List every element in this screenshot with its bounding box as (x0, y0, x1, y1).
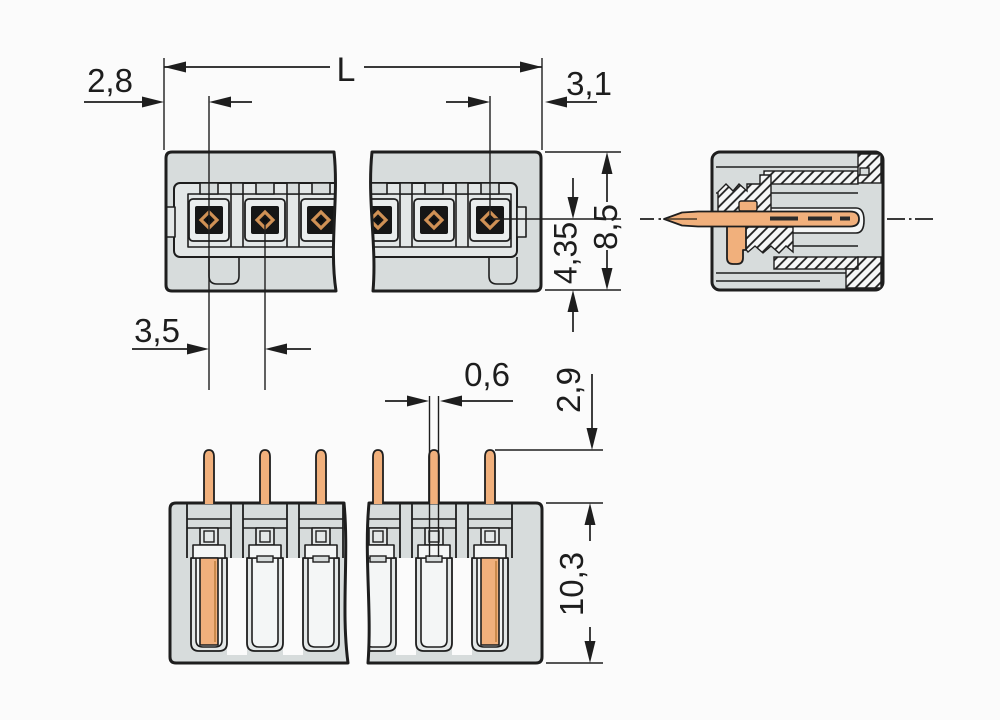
bottom-housing-left-detail (186, 503, 344, 655)
dimension-L: L (164, 51, 542, 89)
male-pin-side (663, 210, 860, 228)
dim-label-3-1: 3,1 (566, 65, 612, 102)
hatch-top-strip (763, 170, 859, 185)
front-view (164, 150, 543, 293)
bottom-housing-right-detail (367, 503, 513, 655)
bottom-view (168, 449, 544, 665)
dimension-8-5: 8,5 (587, 152, 624, 290)
keying-lug-left (166, 206, 176, 238)
solder-pin-5 (428, 449, 440, 505)
solder-pin-4 (372, 449, 384, 505)
solder-pin-3 (315, 449, 327, 505)
dimension-3-1: 3,1 (446, 65, 612, 108)
pin-collar (738, 200, 758, 212)
dim-label-0-6: 0,6 (464, 356, 510, 393)
keying-lug-right (516, 206, 527, 238)
pin-anchor-leg (726, 223, 747, 265)
solder-pin-2 (259, 449, 271, 505)
solder-pin-6 (484, 449, 496, 505)
dim-label-2-8: 2,8 (87, 62, 133, 99)
hatch-bottom-corner (845, 256, 882, 289)
dimensions: L 2,8 3,1 3,5 4,35 (84, 51, 624, 664)
dimension-2-9: 2,9 (550, 367, 598, 450)
dimension-3-5: 3,5 (132, 312, 311, 355)
front-housing-left-detail (166, 181, 336, 285)
front-housing-right-detail (370, 181, 527, 285)
dimension-10-3: 10,3 (553, 503, 596, 663)
dim-label-L: L (337, 51, 356, 89)
dimension-2-8: 2,8 (84, 62, 252, 108)
pin-strip-1 (199, 557, 219, 646)
dimension-4-35: 4,35 (548, 178, 584, 332)
side-view (640, 150, 933, 292)
dim-label-4-35: 4,35 (548, 222, 584, 284)
dim-label-2-9: 2,9 (550, 367, 587, 413)
dim-label-10-3: 10,3 (553, 552, 590, 616)
dimension-0-6: 0,6 (385, 356, 513, 407)
bottom-notch-right (488, 257, 518, 285)
dim-label-8-5: 8,5 (587, 204, 624, 250)
pin-strip-6 (480, 557, 500, 646)
hatch-anchor-upper (717, 174, 772, 213)
dim-label-3-5: 3,5 (134, 312, 180, 349)
hatch-bottom-strip (773, 256, 859, 270)
solder-pin-1 (203, 449, 215, 505)
